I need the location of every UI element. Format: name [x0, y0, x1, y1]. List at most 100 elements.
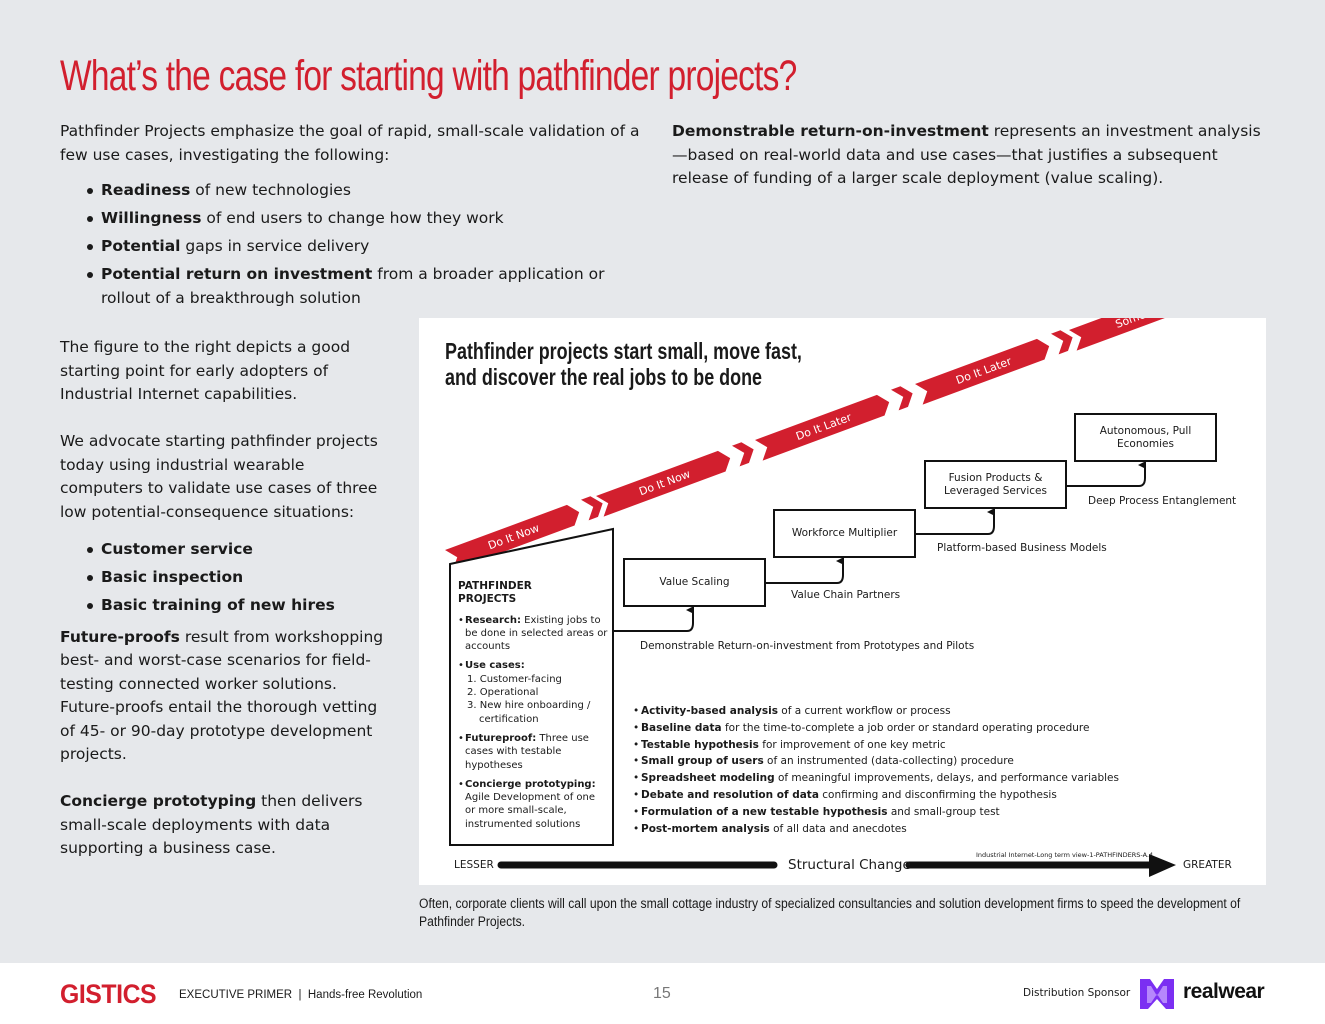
- activity-item: Post-mortem analysis of all data and ane…: [633, 821, 1119, 838]
- bullet-bold: Readiness: [101, 181, 191, 199]
- realwear-wordmark: realwear: [1183, 980, 1265, 1003]
- banner-shape: [445, 504, 580, 571]
- banner-chevron: [731, 442, 754, 467]
- stage-label-value-scaling: Value Scaling: [659, 576, 730, 588]
- axis-lesser-label: LESSER: [454, 859, 494, 871]
- activity-text: for improvement of one key metric: [758, 738, 946, 751]
- banner-shape: [1069, 318, 1213, 351]
- item-bold: Research:: [465, 614, 521, 626]
- sponsor-label: Distribution Sponsor: [1023, 987, 1131, 999]
- use-case-item: 3. New hire onboarding /: [467, 700, 591, 712]
- left-column: The figure to the right depicts a good s…: [60, 336, 390, 861]
- intro-bullet: Potential return on investment from a br…: [60, 263, 655, 310]
- banner-ribbon: Do It Now: [596, 442, 754, 517]
- activity-item: Debate and resolution of data confirming…: [633, 787, 1119, 804]
- activity-bold: Activity-based analysis: [641, 705, 778, 717]
- footer: GISTICS EXECUTIVE PRIMER | Hands-free Re…: [0, 963, 1325, 1024]
- roi-bold: Demonstrable return-on-investment: [672, 122, 989, 140]
- roi-paragraph: Demonstrable return-on-investment repres…: [672, 120, 1262, 191]
- connector-label: Deep Process Entanglement: [1088, 495, 1237, 507]
- connector-arrow: [765, 557, 844, 584]
- activity-text: of all data and anecdotes: [769, 822, 907, 835]
- activity-text: of meaningful improvements, delays, and …: [774, 772, 1119, 785]
- bullet-bold: Willingness: [101, 209, 202, 227]
- intro-paragraph: Pathfinder Projects emphasize the goal o…: [60, 122, 640, 164]
- future-proofs-paragraph: Future-proofs result from workshopping b…: [60, 626, 390, 767]
- activity-text: of a current workflow or process: [777, 705, 951, 717]
- activity-bold: Post-mortem analysis: [641, 822, 770, 835]
- banner-chevron: [580, 496, 603, 521]
- autonomous-box: [1074, 413, 1217, 462]
- activity-bold: Testable hypothesis: [641, 738, 759, 751]
- activity-text: and small-group test: [887, 805, 1000, 818]
- figure-title: Pathfinder projects start small, move fa…: [445, 338, 802, 390]
- intro-bullet: Willingness of end users to change how t…: [60, 207, 655, 231]
- axis-arrowhead: [1149, 854, 1176, 877]
- connector-label: Platform-based Business Models: [937, 542, 1107, 554]
- item-text: Three use cases with testable hypotheses: [465, 732, 589, 771]
- intro-bullet: Potential gaps in service delivery: [60, 235, 655, 259]
- stage-label-fusion-products: Fusion Products & Leveraged Services: [944, 471, 1047, 497]
- connector-label: Value Chain Partners: [791, 589, 901, 601]
- pathfinder-heading-line: PATHFINDER: [458, 580, 532, 592]
- concierge-text: then delivers small-scale deployments wi…: [60, 792, 363, 857]
- banner-chevron: [1050, 330, 1073, 355]
- future-proofs-text: result from workshopping best- and worst…: [60, 627, 384, 764]
- banner-shape: [915, 338, 1050, 405]
- connector-arrow: [613, 606, 694, 632]
- activity-text: for the time-to-complete a job order or …: [721, 721, 1090, 734]
- activity-item: Testable hypothesis for improvement of o…: [633, 737, 1119, 754]
- pathfinder-projects-box: PATHFINDER PROJECTS Research: Existing j…: [458, 580, 608, 837]
- publication-label: EXECUTIVE PRIMER | Hands-free Revolution: [179, 989, 423, 1001]
- figure-title-line: Pathfinder projects start small, move fa…: [445, 338, 802, 364]
- activity-text: of an instrumented (data-collecting) pro…: [763, 755, 1014, 768]
- bullet-text: of new technologies: [190, 181, 351, 199]
- situation-item: Customer service: [60, 538, 390, 562]
- use-case-item: 2. Operational: [467, 687, 539, 699]
- pathfinder-futureproof: Futureproof: Three use cases with testab…: [458, 732, 608, 772]
- pathfinder-concierge: Concierge prototyping: Agile Development…: [458, 778, 608, 831]
- intro-bullet-list: Readiness of new technologies Willingnes…: [60, 179, 655, 315]
- advocate-paragraph: We advocate starting pathfinder projects…: [60, 432, 378, 521]
- use-case-item: 1. Customer-facing: [467, 673, 562, 685]
- pathfinder-research: Research: Existing jobs to be done in se…: [458, 614, 608, 654]
- axis-structural-change-label: Structural Change: [788, 857, 911, 873]
- activity-item: Formulation of a new testable hypothesis…: [633, 804, 1119, 821]
- pathfinder-heading-line: PROJECTS: [458, 593, 517, 606]
- future-proofs-bold: Future-proofs: [60, 627, 180, 646]
- situation-item: Basic inspection: [60, 566, 390, 590]
- page-number: 15: [653, 985, 671, 1002]
- item-bold: Futureproof:: [465, 732, 537, 744]
- activity-bold: Baseline data: [641, 721, 722, 734]
- banner-shape: [755, 394, 890, 461]
- activity-item: Activity-based analysis of a current wor…: [633, 703, 1119, 720]
- activity-text: confirming and disconfirming the hypothe…: [818, 788, 1057, 801]
- bullet-text: of end users to change how they work: [201, 209, 504, 227]
- activity-bold: Formulation of a new testable hypothesis: [641, 805, 888, 818]
- page-title: What’s the case for starting with pathfi…: [60, 52, 797, 100]
- gistics-logo: GISTICS: [60, 979, 157, 1009]
- bullet-text: from a broader application or rollout of…: [101, 265, 605, 307]
- pathfinder-heading: PATHFINDER PROJECTS: [458, 580, 608, 607]
- activity-bold: Small group of users: [641, 755, 764, 768]
- use-case-item: certification: [479, 713, 539, 725]
- figure-title-line: and discover the real jobs to be done: [445, 364, 763, 390]
- value-scaling-box: [623, 558, 766, 607]
- banner-ribbon: Some Day: [1069, 318, 1213, 351]
- activity-list: Activity-based analysis of a current wor…: [633, 703, 1119, 837]
- bullet-bold: Potential: [101, 237, 181, 255]
- situation-item: Basic training of new hires: [60, 594, 390, 618]
- activity-item: Baseline data for the time-to-complete a…: [633, 720, 1119, 737]
- figure-caption: Often, corporate clients will call upon …: [419, 896, 1241, 929]
- stage-label-workforce-multiplier: Workforce Multiplier: [791, 527, 898, 539]
- concierge-bold: Concierge prototyping: [60, 792, 257, 810]
- item-text: Agile Development of one or more small-s…: [465, 792, 595, 830]
- bullet-text: gaps in service delivery: [180, 237, 370, 255]
- situation-list: Customer service Basic inspection Basic …: [60, 538, 390, 618]
- connector-arrow: [1066, 461, 1146, 487]
- figure-id: Industrial Internet-Long term view-1-PAT…: [976, 851, 1154, 859]
- activity-bold: Spreadsheet modeling: [641, 772, 775, 785]
- banner-ribbon: Do It Later: [915, 330, 1073, 405]
- fusion-products-box: [924, 460, 1067, 509]
